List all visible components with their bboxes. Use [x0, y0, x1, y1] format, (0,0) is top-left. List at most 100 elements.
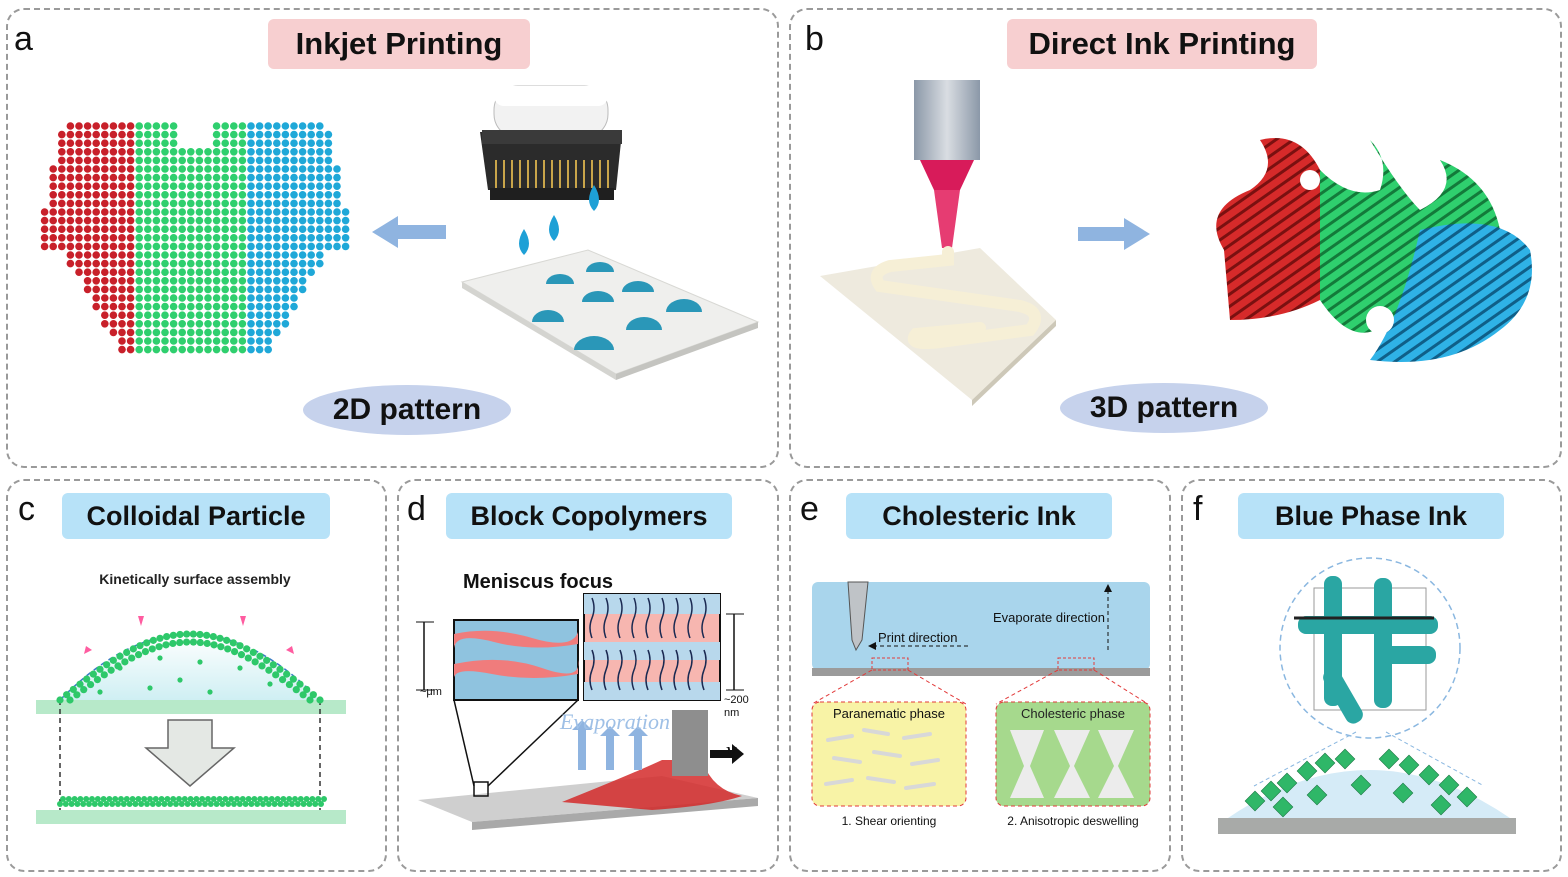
pattern-dot [264, 294, 272, 302]
pattern-dot [152, 191, 161, 199]
pattern-dot [238, 165, 247, 173]
pattern-dot [144, 148, 152, 156]
pattern-dot [255, 173, 264, 182]
colloid-particle [80, 686, 88, 694]
pattern-dot [58, 182, 66, 190]
pattern-dot [178, 251, 186, 259]
colloid-particle [170, 796, 177, 802]
pattern-dot [66, 148, 75, 156]
colloid-particle [289, 801, 295, 807]
pattern-dot [307, 225, 316, 233]
pattern-dot [316, 191, 324, 199]
pattern-dot [152, 302, 161, 311]
pattern-dot [83, 251, 92, 259]
colloid-particle [94, 796, 101, 802]
pattern-dot [178, 285, 186, 294]
colloid-particle [116, 652, 124, 660]
colloid-particle [157, 655, 163, 661]
colloid-particle [196, 630, 204, 639]
pattern-dot [75, 122, 83, 130]
pattern-dot [290, 294, 298, 302]
pattern-dot [40, 216, 49, 225]
colloid-particle [89, 796, 95, 802]
pattern-dot [118, 251, 126, 259]
assembly-note: Kinetically surface assembly [99, 571, 291, 587]
pattern-dot [230, 328, 238, 337]
pattern-dot [230, 285, 238, 294]
colloid-particle [306, 801, 313, 807]
pattern-dot [178, 148, 186, 156]
colloid-particle [286, 796, 293, 802]
pattern-dot [333, 191, 341, 199]
pattern-dot [316, 165, 324, 173]
colloid-particle [100, 796, 107, 802]
pattern-dot [178, 156, 186, 165]
pattern-dot [307, 268, 316, 276]
pattern-dot [264, 225, 272, 233]
colloid-particle [89, 670, 97, 678]
pattern-dot [75, 268, 83, 276]
colloid-particle [103, 801, 110, 807]
pattern-dot [255, 345, 264, 354]
pattern-dot [187, 216, 195, 225]
pattern-dot [221, 294, 229, 302]
pattern-dot [152, 234, 161, 242]
pattern-dot [178, 173, 186, 182]
pattern-dot [135, 268, 143, 276]
colloid-particle [71, 796, 78, 802]
pattern-dot [273, 225, 281, 233]
pattern-dot [307, 130, 316, 139]
pattern-dot [281, 294, 290, 302]
pattern-dot [92, 277, 100, 285]
pattern-dot [290, 285, 298, 294]
colloid-particle [86, 801, 92, 807]
pattern-dot [187, 173, 195, 182]
pattern-dot [307, 139, 316, 147]
pattern-dot [255, 285, 264, 294]
pattern-dot [238, 259, 247, 268]
pattern-dot [290, 208, 298, 216]
pattern-dot [152, 294, 161, 302]
panel-b [789, 8, 1562, 468]
pattern-dot [169, 311, 178, 319]
pattern-dot [169, 173, 178, 182]
pattern-dot [135, 199, 143, 208]
pattern-dot [118, 259, 126, 268]
pattern-dot [204, 337, 212, 345]
pattern-dot [101, 173, 109, 182]
pattern-dot [298, 277, 307, 285]
colloid-particle [176, 630, 184, 639]
pattern-dot [264, 139, 272, 147]
pattern-dot [273, 251, 281, 259]
pattern-dot [83, 234, 92, 242]
pattern-dot [281, 242, 290, 251]
pattern-dot [118, 208, 126, 216]
pattern-dot [324, 242, 333, 251]
pattern-dot [212, 277, 221, 285]
pattern-dot [135, 285, 143, 294]
pattern-dot [247, 165, 255, 173]
pattern-dot [126, 156, 135, 165]
pattern-dot [161, 122, 169, 130]
pattern-dot [230, 234, 238, 242]
pattern-dot [135, 251, 143, 259]
pattern-dot [298, 156, 307, 165]
colloid-particle [68, 801, 75, 807]
pattern-dot [144, 311, 152, 319]
pattern-dot [178, 302, 186, 311]
pattern-dot [195, 294, 204, 302]
colloid-particle [97, 801, 104, 807]
colloid-particle [144, 801, 150, 807]
pattern-dot [135, 165, 143, 173]
colloid-particle [169, 631, 177, 639]
pattern-dot [83, 148, 92, 156]
pattern-dot [58, 165, 66, 173]
pattern-dot [221, 216, 229, 225]
pattern-dot [281, 130, 290, 139]
colloid-particle [300, 801, 307, 807]
pattern-dot [126, 294, 135, 302]
pattern-dot [324, 199, 333, 208]
pattern-dot [144, 337, 152, 345]
pattern-dot [238, 328, 247, 337]
pattern-dot [204, 302, 212, 311]
